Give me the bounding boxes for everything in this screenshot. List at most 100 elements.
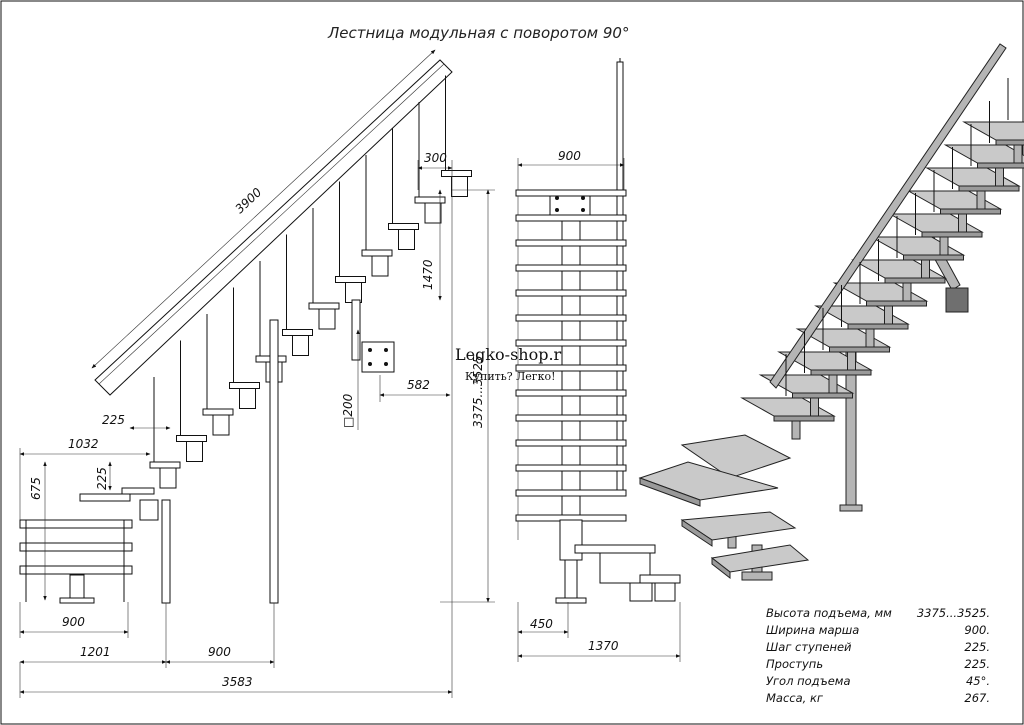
side-module <box>318 308 336 330</box>
spec-row: Масса, кг 267. <box>766 691 990 705</box>
spec-row: Угол подъема 45°. <box>766 674 990 688</box>
front-tread <box>515 364 627 372</box>
isometric-view <box>638 43 1024 581</box>
iso-tread <box>869 236 966 256</box>
dim-lower-run: 1201 <box>80 645 111 659</box>
iso-tread <box>906 190 1003 210</box>
iso-module <box>921 259 930 279</box>
dim-step-a: 225 <box>102 413 125 427</box>
side-tread <box>414 196 446 204</box>
iso-module <box>847 351 856 371</box>
side-module <box>398 229 415 250</box>
side-tread <box>388 223 419 230</box>
side-module <box>186 441 203 462</box>
iso-tread <box>680 434 792 479</box>
dim-bottom-offset: 450 <box>530 617 553 631</box>
iso-tread-edge <box>958 185 1020 192</box>
spec-label: Масса, кг <box>766 691 824 705</box>
iso-module <box>791 420 801 440</box>
side-module <box>371 255 389 277</box>
front-tread <box>515 289 627 297</box>
front-tread <box>515 464 627 472</box>
side-module <box>239 388 256 409</box>
side-landing <box>19 493 159 604</box>
iso-tread <box>740 397 836 417</box>
iso-tread-edge <box>903 254 964 261</box>
side-module <box>159 467 177 489</box>
iso-module <box>995 167 1004 187</box>
front-tread <box>515 189 627 197</box>
front-tread <box>515 314 627 322</box>
dim-march-width: 900 <box>558 149 581 163</box>
side-balusters <box>153 75 446 462</box>
side-tread <box>229 382 260 389</box>
front-tread <box>515 264 627 272</box>
iso-tread <box>962 121 1024 141</box>
iso-tread-edge <box>773 415 835 422</box>
spec-value: 225. <box>964 657 990 671</box>
front-dimensions: 900 450 1370 <box>517 149 681 662</box>
iso-tread-edge <box>921 231 983 238</box>
drawing-title: Лестница модульная с поворотом 90° <box>327 24 629 42</box>
spec-label: Ширина марша <box>766 623 859 637</box>
spec-row: Шаг ступеней 225. <box>766 640 990 654</box>
side-view: 3900 300 1470 □200 582 225 1032 <box>19 49 495 698</box>
dim-step-b: 225 <box>95 467 109 490</box>
side-module <box>451 176 468 197</box>
front-tread <box>515 214 627 222</box>
side-module <box>292 335 309 356</box>
iso-tread <box>888 213 984 233</box>
front-view: 900 450 1370 <box>515 58 681 662</box>
iso-tread-edge <box>639 477 701 507</box>
side-dimensions: 3900 300 1470 □200 582 225 1032 <box>19 49 495 698</box>
iso-tread <box>943 144 1024 164</box>
dim-rail-length: 3900 <box>232 185 264 216</box>
spec-value: 267. <box>964 691 990 705</box>
dim-landing-height: 675 <box>29 477 43 500</box>
dim-total-height: 3375...3525 <box>471 355 485 428</box>
iso-module <box>865 328 875 348</box>
iso-module <box>1013 144 1023 164</box>
side-tread <box>176 435 207 442</box>
front-treads <box>515 189 627 540</box>
dim-post-spacing: 900 <box>208 645 231 659</box>
spec-value: 45°. <box>966 674 990 688</box>
side-tread <box>202 408 234 416</box>
iso-tread-edge <box>792 392 853 399</box>
side-module <box>424 202 442 224</box>
spec-row: Проступь 225. <box>766 657 990 671</box>
iso-tread-edge <box>884 277 946 284</box>
dim-top-rise: 1470 <box>421 259 435 290</box>
front-tread <box>515 439 627 447</box>
watermark: Legko-shop.ru Купить? Легко! <box>455 345 572 383</box>
dim-total-length: 3583 <box>222 675 253 689</box>
iso-module <box>958 213 967 233</box>
spec-label: Высота подъема, мм <box>766 606 892 620</box>
iso-module <box>976 190 986 210</box>
iso-handrail <box>769 43 1007 389</box>
side-module <box>212 414 230 436</box>
iso-tread-edge <box>681 519 713 547</box>
iso-tread-edge <box>995 139 1024 146</box>
spec-label: Шаг ступеней <box>766 640 852 654</box>
side-tread <box>441 170 472 177</box>
iso-balusters <box>785 78 1009 396</box>
side-tread <box>149 461 181 469</box>
iso-module <box>902 282 912 302</box>
watermark-site: Legko-shop.ru <box>455 345 572 364</box>
iso-tread-edge <box>977 162 1024 169</box>
dim-bottom-total: 1370 <box>588 639 619 653</box>
dim-bracket: □200 <box>341 393 355 428</box>
iso-tread-edge <box>847 323 909 330</box>
iso-steps <box>638 121 1024 580</box>
spec-value: 3375...3525. <box>917 606 990 620</box>
side-tread <box>282 329 313 336</box>
side-tread <box>121 487 155 495</box>
spec-value: 225. <box>964 640 990 654</box>
iso-tread <box>851 259 947 279</box>
iso-tread <box>832 282 929 302</box>
iso-module <box>810 397 819 417</box>
iso-tread-edge <box>866 300 927 307</box>
